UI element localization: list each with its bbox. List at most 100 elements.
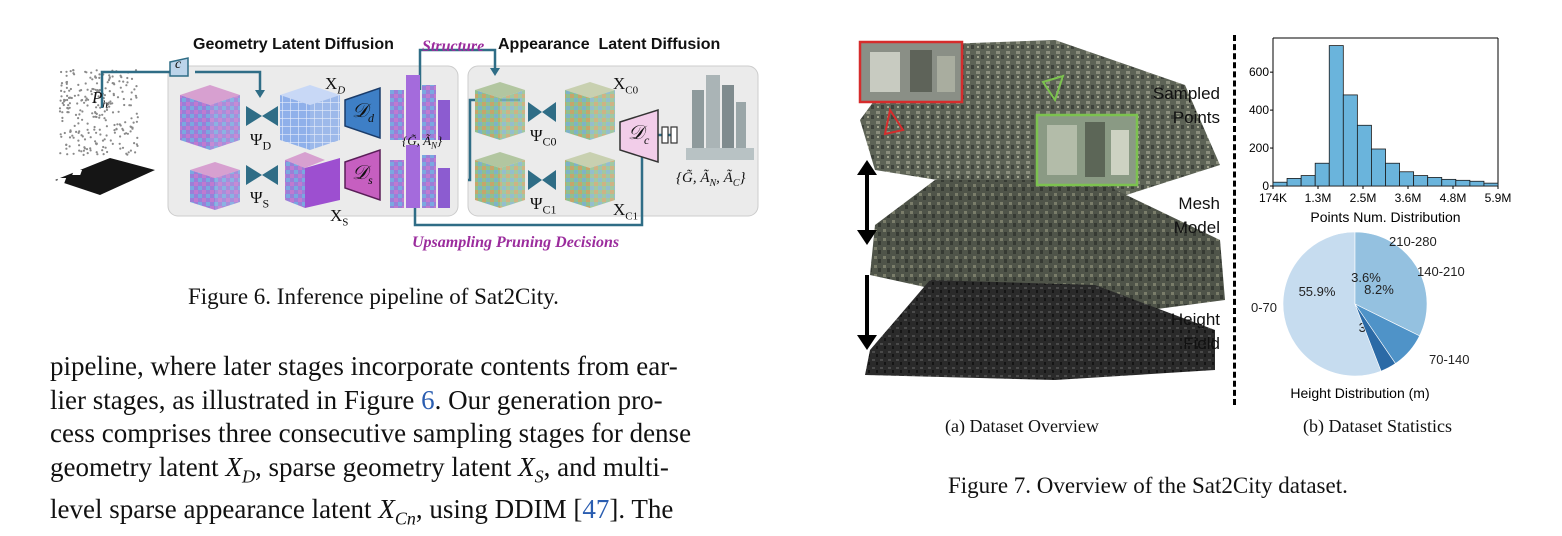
dense-geometry-cube xyxy=(280,85,340,150)
dc-decoder-box xyxy=(619,108,659,164)
hist-x-tick-label: 174K xyxy=(1259,191,1287,205)
appearance-cube-c0 xyxy=(565,82,615,140)
hist-bar xyxy=(1427,177,1443,187)
condition-c-box xyxy=(169,57,189,77)
dd-decoder-box xyxy=(344,86,381,140)
dashed-separator xyxy=(1233,35,1236,405)
figure-6-ref-link[interactable]: 6 xyxy=(421,384,435,415)
pie-pct-label: 3.6% xyxy=(1351,270,1381,285)
height-field-layer xyxy=(865,280,1215,380)
noisy-appearance-cube-0 xyxy=(475,82,525,140)
hist-y-tick-label: 400 xyxy=(1249,103,1269,117)
figure-7a-caption: (a) Dataset Overview xyxy=(945,416,1099,436)
pie-slice xyxy=(1354,303,1396,372)
dataset-overview-image xyxy=(857,40,1225,380)
hist-bar xyxy=(1272,181,1288,187)
hist-x-tick-label: 3.6M xyxy=(1395,191,1422,205)
hist-bar xyxy=(1483,182,1499,187)
point-cloud xyxy=(58,69,139,156)
appearance-panel xyxy=(467,65,759,217)
hist-x-tick-label: 1.3M xyxy=(1305,191,1332,205)
psi-c0-network xyxy=(528,102,556,122)
hist-bar xyxy=(1385,162,1400,187)
ref-47-link[interactable]: 47 xyxy=(582,494,610,525)
psi-c0-label: ΨC0 xyxy=(530,126,557,149)
body-paragraph: pipeline, where later stages incorporate… xyxy=(50,350,770,536)
appearance-cube-c1 xyxy=(565,152,615,208)
gan-label: {G̃, ÃN} xyxy=(402,133,443,151)
body-line-5: level sparse appearance latent XCn, usin… xyxy=(50,494,674,529)
green-camera-icon xyxy=(1041,74,1065,103)
body-line-3: cess comprises three consecutive samplin… xyxy=(50,418,692,448)
hist-x-label: Points Num. Distribution xyxy=(1310,209,1460,225)
pie-category-label: 70-140 xyxy=(1429,352,1469,367)
hist-bar xyxy=(1342,94,1358,187)
body-line-4: geometry latent XD, sparse geometry late… xyxy=(50,451,669,486)
pie-category-label: 210-280 xyxy=(1389,234,1437,249)
structure-city-voxels-bottom xyxy=(390,145,450,208)
hist-bar xyxy=(1371,148,1386,187)
psi-d-network xyxy=(246,106,278,126)
structure-city-voxels-top xyxy=(390,75,450,140)
hist-bar xyxy=(1314,162,1330,187)
psi-c1-network xyxy=(528,170,556,190)
dd-label: 𝒟d xyxy=(352,100,374,125)
figure-6-diagram xyxy=(50,48,759,227)
pie-pct-label: 8.2% xyxy=(1364,282,1394,297)
figure-6-caption: Figure 6. Inference pipeline of Sat2City… xyxy=(188,284,559,309)
hist-x-tick-label: 4.8M xyxy=(1440,191,1467,205)
xs-label: XS xyxy=(330,206,349,229)
psi-d-label: ΨD xyxy=(250,130,272,153)
pie-x-label: Height Distribution (m) xyxy=(1290,385,1429,401)
appearance-stage-title: Appearance Latent Diffusion xyxy=(498,36,721,53)
red-camera-icon xyxy=(883,107,905,136)
pie-pct-label: 55.9% xyxy=(1299,284,1336,299)
hist-bar xyxy=(1328,45,1344,187)
pie-category-label: 140-210 xyxy=(1417,264,1465,279)
pie-slice xyxy=(1282,231,1382,377)
psi-c1-label: ΨC1 xyxy=(530,194,557,217)
hist-y-tick-label: 0 xyxy=(1262,179,1269,193)
noisy-cube-dense xyxy=(180,85,240,150)
hist-y-tick-label: 200 xyxy=(1249,141,1269,155)
down-arrow-icon-2 xyxy=(857,335,877,350)
dc-label: 𝒟c xyxy=(628,122,650,147)
hist-bar xyxy=(1455,179,1471,187)
hist-bar xyxy=(1356,124,1372,187)
pie-category-label: 0-70 xyxy=(1251,300,1277,315)
xc1-label: XC1 xyxy=(613,200,639,223)
hist-bar xyxy=(1441,178,1457,187)
body-line-2: lier stages, as illustrated in Figure 6.… xyxy=(50,384,663,415)
hist-bar xyxy=(1286,178,1302,187)
ph-label: Ph xyxy=(92,88,108,111)
ds-decoder-box xyxy=(344,148,381,202)
psi-s-network xyxy=(246,165,278,185)
height-map-image xyxy=(50,158,155,195)
figure-6: Geometry Latent Diffusion Structure Appe… xyxy=(50,30,770,255)
final-city-render xyxy=(686,75,754,160)
hist-bar xyxy=(1469,180,1485,187)
final-output-label: {G̃, ÃN, ÃC} xyxy=(676,170,746,189)
upsampling-label: Upsampling Pruning Decisions xyxy=(412,234,620,251)
structure-label: Structure xyxy=(422,38,485,55)
body-line-1: pipeline, where later stages incorporate… xyxy=(50,351,678,381)
xc0-label: XC0 xyxy=(613,74,639,97)
hist-bar xyxy=(1413,175,1429,187)
figure-7b-caption: (b) Dataset Statistics xyxy=(1303,416,1452,436)
sparse-geometry-cube xyxy=(285,152,340,208)
c-label: c xyxy=(175,57,182,72)
pie-slice xyxy=(1354,231,1428,337)
height-pie-chart: 55.9%0-7032.3%70-1408.2%140-2103.6%210-2… xyxy=(1251,231,1469,401)
down-arrow-icon xyxy=(857,230,877,245)
figure-7-caption: Figure 7. Overview of the Sat2City datas… xyxy=(948,473,1348,498)
hist-x-tick-label: 5.9M xyxy=(1485,191,1512,205)
xd-label: XD xyxy=(325,74,346,97)
hist-bar xyxy=(1300,175,1316,187)
ds-label: 𝒟s xyxy=(352,162,373,187)
geometry-stage-title: Geometry Latent Diffusion xyxy=(193,36,394,53)
